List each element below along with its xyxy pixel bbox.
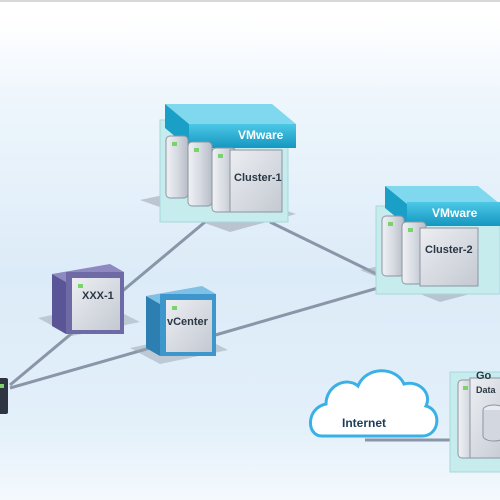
cluster1-brand-label: VMware: [238, 128, 284, 142]
vcenter-label: vCenter: [167, 316, 208, 328]
cluster1-node[interactable]: [140, 104, 296, 232]
internet-label: Internet: [342, 416, 387, 430]
datastore-label-line1: Go: [476, 370, 492, 382]
internet-cloud[interactable]: [309, 369, 439, 438]
xxx1-node[interactable]: [38, 264, 140, 336]
link-vcenter-to-cluster2: [204, 281, 396, 340]
cluster1-label: Cluster-1: [234, 172, 282, 184]
cluster2-node[interactable]: [360, 186, 500, 302]
cluster2-brand-label: VMware: [432, 206, 478, 220]
vcenter-node[interactable]: [130, 286, 228, 364]
datastore-label-line2: Data: [476, 385, 496, 395]
datastore-node[interactable]: [449, 371, 500, 473]
link-left-to-vcenter: [9, 346, 151, 390]
cluster2-label: Cluster-2: [425, 244, 473, 256]
left-device[interactable]: [0, 378, 8, 414]
xxx1-label: XXX-1: [82, 290, 114, 302]
top-border: [0, 0, 500, 2]
